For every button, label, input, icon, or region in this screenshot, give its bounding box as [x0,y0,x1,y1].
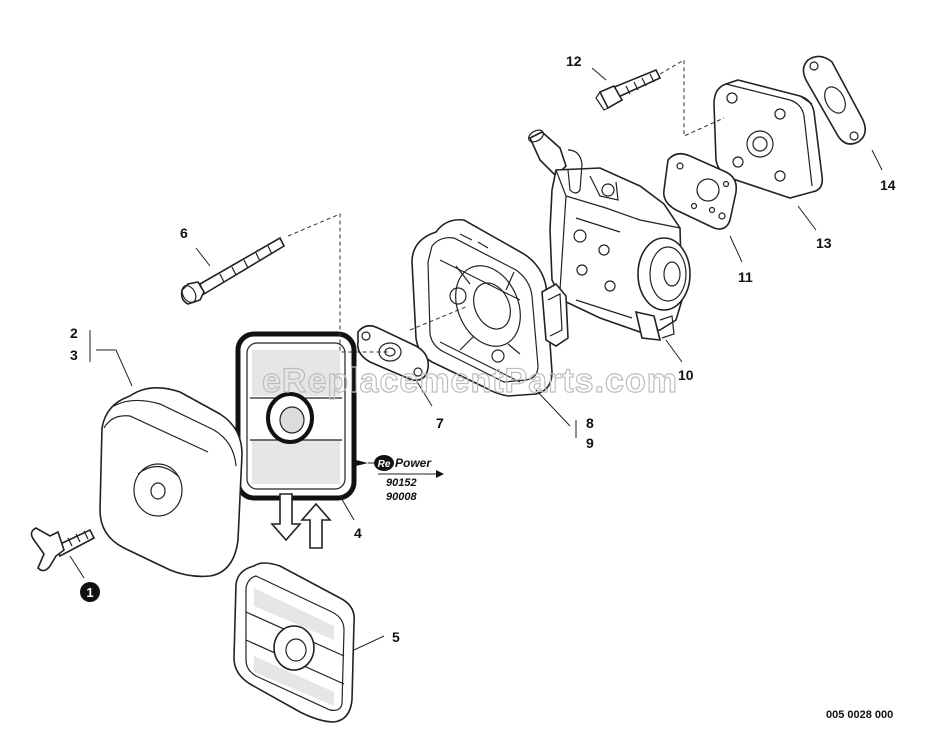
repower-logo: Re Power [356,455,444,478]
wing-bolt-1 [30,527,96,572]
leader-lines [69,67,883,651]
air-filter-4 [235,331,357,501]
callout-10: 10 [678,367,694,383]
bolt-12 [595,68,662,111]
callout-4: 4 [354,525,362,541]
callout-1: 1 [86,585,93,600]
callout-14: 14 [880,177,896,193]
callout-12: 12 [566,53,582,69]
repower-logo-suffix: Power [395,456,432,470]
air-cleaner-cover-2-3 [99,387,243,578]
repower-logo-prefix: Re [378,459,391,470]
callout-11: 11 [738,269,753,285]
spacer-block-13 [713,79,824,199]
callout-5: 5 [392,629,400,645]
alignment-lines [287,59,725,353]
carburetor-10 [528,129,691,341]
callout-3: 3 [70,347,78,363]
bolt-6 [180,236,286,305]
callout-8: 8 [586,415,594,431]
callout-1-badge: 1 [80,582,100,602]
watermark: eReplacementParts.com [262,362,678,400]
drawing-code: 005 0028 000 [826,709,893,721]
air-cleaner-case-8-9 [411,218,569,397]
callout-9: 9 [586,435,594,451]
direction-arrows [270,493,332,549]
callout-7: 7 [436,415,444,431]
repower-part-90152: 90152 [386,477,417,489]
pre-filter-5 [233,562,356,723]
callout-2: 2 [70,325,78,341]
repower-part-90008: 90008 [386,491,417,503]
callout-13: 13 [816,235,832,251]
gasket-11 [662,152,738,230]
callout-6: 6 [180,225,188,241]
gasket-14 [802,55,866,145]
plate-7 [356,324,430,382]
